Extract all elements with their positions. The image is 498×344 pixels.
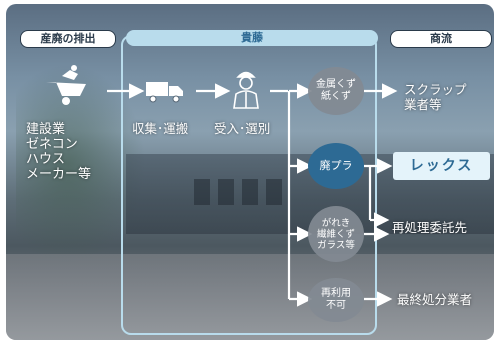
destination-line: スクラップ	[404, 82, 467, 97]
category-line: 再利用	[321, 288, 351, 299]
background-window	[242, 179, 258, 205]
category-line: 廃プラ	[319, 159, 353, 172]
source-line: メーカー等	[26, 167, 92, 182]
worker-icon	[233, 71, 259, 109]
step-receive-label: 受入･選別	[214, 121, 271, 136]
category-line: がれき	[321, 217, 351, 229]
category-line: 繊維くず	[316, 228, 355, 240]
background-window	[218, 179, 234, 205]
header-commercial-flow: 商流	[390, 30, 492, 48]
truck-icon	[146, 82, 183, 103]
source-industries: 建設業 ゼネコン ハウス メーカー等	[26, 122, 91, 182]
header-company: 貴藤	[126, 30, 378, 46]
source-line: ゼネコン	[26, 137, 78, 152]
destination-line: 業者等	[404, 97, 442, 112]
step-collect-label: 収集･運搬	[132, 121, 189, 136]
category-plastic: 廃プラ	[308, 143, 364, 189]
source-line: ハウス	[26, 152, 66, 167]
category-line: ガラス等	[317, 239, 355, 251]
destination-scrap: スクラップ 業者等	[404, 82, 467, 112]
category-non-reusable: 再利用 不可	[308, 278, 364, 322]
background-window	[266, 179, 282, 205]
source-line: 建設業	[26, 122, 66, 137]
background-window	[194, 179, 210, 205]
destination-reprocessing: 再処理委託先	[392, 220, 468, 235]
destination-final-disposal: 最終処分業者	[397, 292, 473, 307]
category-metal-paper: 金属くず 紙くず	[308, 67, 364, 115]
destination-rex: レックス	[393, 152, 490, 180]
background-tree	[16, 64, 146, 264]
category-line: 紙くず	[321, 91, 351, 102]
category-line: 金属くず	[316, 79, 356, 90]
category-line: 不可	[326, 300, 346, 311]
wheelbarrow-icon	[46, 65, 86, 105]
category-rubble-fiber-glass: がれき 繊維くず ガラス等	[308, 206, 364, 262]
header-waste-discharge: 産廃の排出	[20, 30, 116, 48]
background-road	[6, 254, 494, 340]
